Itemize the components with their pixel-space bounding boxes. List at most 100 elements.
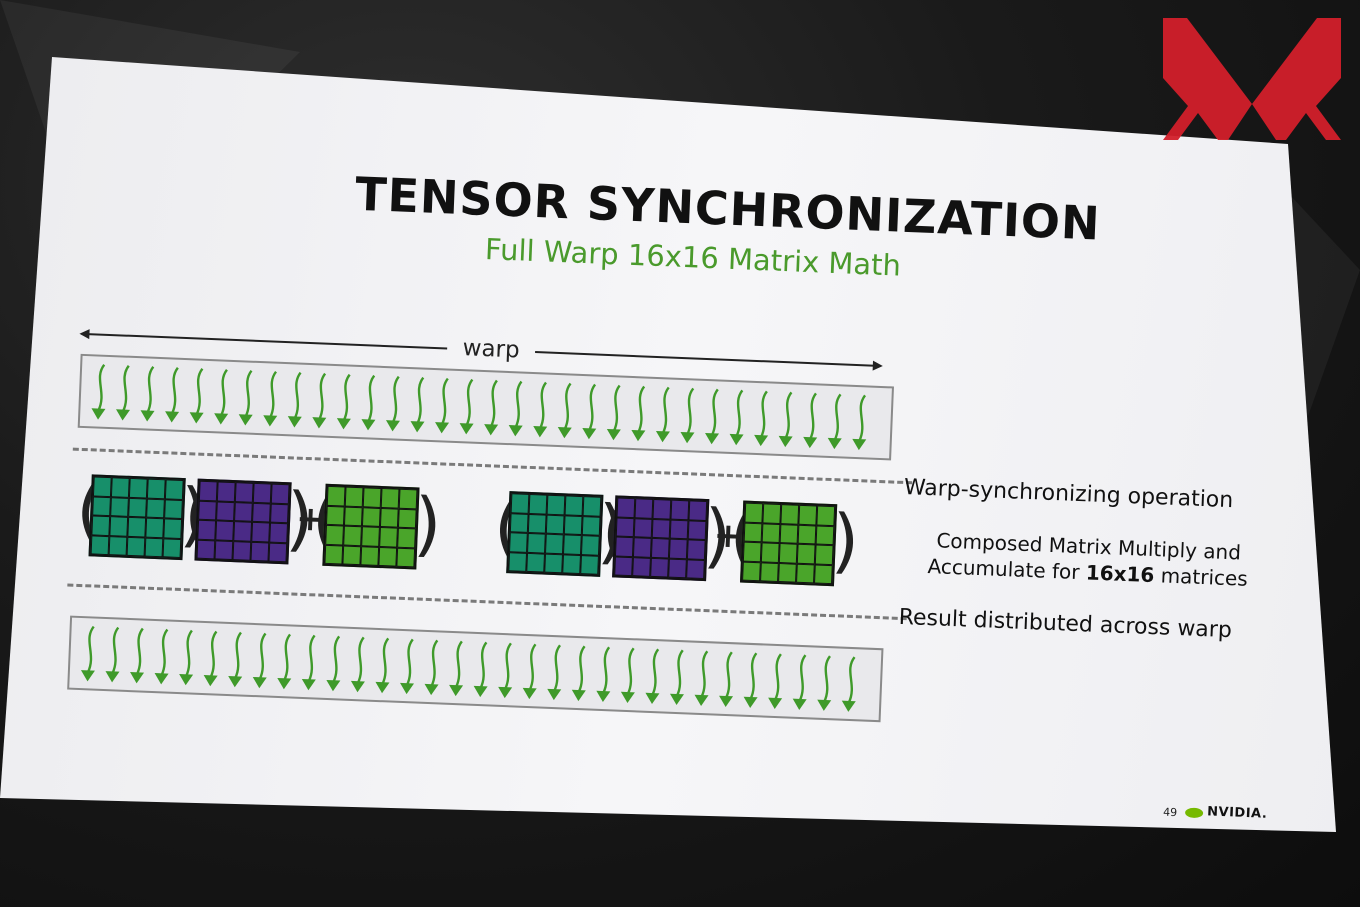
matrix-c — [740, 500, 838, 587]
thread-arrows — [80, 625, 856, 712]
matrix-cell — [779, 523, 799, 544]
matrix-cell — [796, 563, 815, 584]
matrix-cell — [614, 536, 634, 557]
matrix-cell — [652, 498, 672, 520]
xx-logo-icon — [1163, 18, 1341, 140]
matrix-cell — [144, 537, 164, 558]
matrix-b — [194, 478, 292, 565]
thread-arrow-icon — [719, 651, 734, 707]
page-number: 49 — [1162, 805, 1178, 820]
thread-arrow-icon — [189, 367, 204, 424]
label-composed-bold: 16x16 — [1085, 560, 1155, 588]
matrix-cell — [380, 488, 400, 509]
matrix-cell — [216, 481, 236, 502]
thread-arrow-icon — [827, 393, 842, 450]
matrix-cell — [632, 537, 652, 558]
label-composed-suffix: matrices — [1153, 563, 1249, 591]
thread-arrow-icon — [130, 627, 145, 684]
label-result-distributed: Result distributed across warp — [898, 604, 1233, 644]
matrix-cell — [796, 543, 816, 564]
matrix-cell — [743, 522, 763, 543]
thread-arrow-icon — [80, 625, 95, 682]
matrix-cell — [379, 526, 398, 548]
dashed-divider-bottom — [67, 583, 907, 621]
matrix-cell — [778, 562, 797, 583]
matrix-cell — [361, 506, 381, 527]
thread-arrows — [91, 364, 867, 451]
slide-content: TENSOR SYNCHRONIZATION Full Warp 16x16 M… — [13, 120, 1319, 832]
matrix-cell — [742, 561, 761, 582]
matrix-cell — [761, 522, 781, 544]
matrix-cell — [797, 524, 817, 545]
matrix-cell — [614, 555, 633, 577]
label-composed-prefix: Accumulate for — [927, 553, 1087, 585]
matrix-cell — [216, 500, 235, 522]
matrix-cell — [760, 561, 779, 582]
matrix-cell — [232, 540, 252, 561]
thread-arrow-icon — [179, 629, 194, 686]
thread-arrow-icon — [792, 654, 807, 710]
matrix-cell — [633, 517, 653, 538]
matrix-cell — [326, 485, 346, 507]
matrix-cell — [128, 497, 147, 518]
paren-close-icon: ) — [830, 499, 861, 583]
matrix-cell — [126, 536, 146, 557]
matrix-cell — [651, 518, 671, 539]
thread-arrow-icon — [385, 375, 400, 432]
thread-arrow-icon — [312, 372, 327, 429]
thread-arrow-icon — [582, 383, 597, 440]
matrix-cell — [198, 480, 218, 501]
matrix-cell — [128, 477, 148, 499]
thread-arrow-icon — [852, 394, 867, 451]
matrix-a — [506, 491, 604, 577]
thread-arrow-icon — [803, 392, 818, 449]
matrix-cell — [615, 516, 635, 538]
thread-arrow-icon — [729, 389, 744, 446]
matrix-cell — [509, 512, 529, 533]
thread-arrow-icon — [533, 381, 548, 438]
matrix-cell — [563, 534, 582, 555]
matrix-cell — [760, 542, 780, 563]
nvidia-eye-icon — [1184, 807, 1204, 819]
thread-arrow-icon — [350, 636, 365, 693]
matrix-cell — [378, 546, 398, 567]
warp-threads-top — [77, 353, 894, 461]
matrix-cell — [196, 539, 216, 560]
thread-arrow-icon — [655, 386, 670, 443]
matrix-cell — [324, 544, 344, 565]
thread-arrow-icon — [228, 631, 243, 688]
matrix-cell — [362, 487, 382, 508]
label-sync-operation: Warp-synchronizing operation — [903, 474, 1234, 514]
matrix-cell — [744, 502, 764, 523]
matrix-cell — [146, 478, 166, 499]
matrix-cell — [669, 519, 689, 540]
thread-arrow-icon — [669, 649, 684, 706]
matrix-cell — [251, 521, 271, 543]
matrix-cell — [250, 541, 270, 562]
matrix-cell — [325, 505, 345, 526]
matrix-cell — [528, 493, 548, 515]
thread-arrow-icon — [252, 632, 267, 689]
thread-arrow-icon — [116, 365, 131, 421]
matrix-cell — [342, 545, 362, 566]
matrix-cell — [616, 497, 636, 518]
thread-arrow-icon — [435, 377, 450, 434]
thread-arrow-icon — [361, 374, 376, 431]
matrix-cell — [252, 482, 272, 504]
matrix-cell — [214, 539, 234, 561]
thread-arrow-icon — [238, 369, 253, 426]
matrix-group-1: ()()+() — [75, 469, 446, 570]
matrix-cell — [90, 534, 110, 556]
matrix-cell — [780, 504, 800, 525]
thread-arrow-icon — [680, 387, 695, 444]
matrix-cell — [325, 524, 344, 546]
matrix-cell — [546, 494, 566, 515]
nvidia-brand: NVIDIA. — [1206, 804, 1268, 822]
matrix-cell — [762, 503, 782, 524]
matrix-cell — [109, 516, 129, 537]
thread-arrow-icon — [473, 641, 488, 698]
matrix-cell — [360, 545, 380, 566]
matrix-cell — [545, 533, 564, 554]
matrix-cell — [343, 506, 363, 527]
